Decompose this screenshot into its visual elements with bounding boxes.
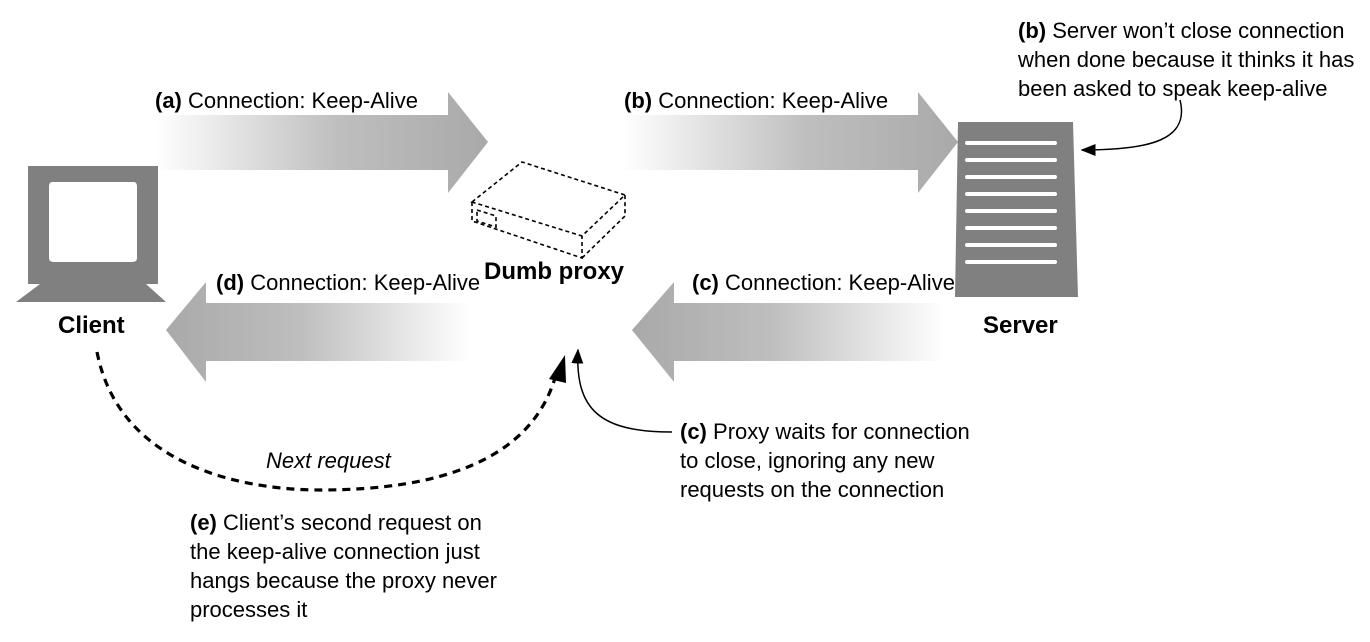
message-a-label: (a) Connection: Keep-Alive (155, 86, 418, 115)
client-label: Client (58, 312, 125, 339)
note-b-line-1: (b) Server won’t close connection (1018, 16, 1354, 45)
note-c-line-3: requests on the connection (680, 477, 945, 502)
note-c: (c) Proxy waits for connection to close,… (680, 417, 970, 504)
note-e-line-4: processes it (190, 597, 308, 622)
note-e-tag: (e) (190, 510, 217, 535)
note-b-line-3: been asked to speak keep-alive (1018, 76, 1328, 101)
next-request-arrowhead (549, 355, 566, 383)
message-a-text: Connection: Keep-Alive (188, 88, 418, 113)
arrow-b (622, 92, 958, 193)
message-c-label: (c) Connection: Keep-Alive (692, 268, 955, 297)
dumb-proxy-icon (470, 161, 627, 260)
server-label: Server (983, 312, 1058, 339)
note-e-line-3: hangs because the proxy never (190, 568, 497, 593)
message-d-label: (d) Connection: Keep-Alive (216, 268, 480, 297)
arrow-c (632, 282, 945, 382)
message-b-tag: (b) (624, 88, 653, 113)
note-c-line-2: to close, ignoring any new (680, 448, 935, 473)
arrow-d (166, 282, 470, 382)
message-d-tag: (d) (216, 270, 245, 295)
message-d-text: Connection: Keep-Alive (250, 270, 481, 295)
callout-line-b (1080, 99, 1183, 156)
message-b-label: (b) Connection: Keep-Alive (624, 86, 888, 115)
proxy-label: Dumb proxy (484, 258, 625, 285)
callout-line-c (571, 348, 673, 433)
note-e-line-1: (e) Client’s second request on (190, 508, 497, 537)
note-b-line-2: when done because it thinks it has (1018, 47, 1355, 72)
message-c-text: Connection: Keep-Alive (725, 270, 955, 295)
note-c-line-1: (c) Proxy waits for connection (680, 417, 970, 446)
note-e: (e) Client’s second request on the keep-… (190, 508, 497, 624)
note-e-line-1-text: Client’s second request on (223, 510, 482, 535)
message-c-tag: (c) (692, 270, 719, 295)
message-a-tag: (a) (155, 88, 182, 113)
next-request-label: Next request (266, 448, 391, 473)
note-b: (b) Server won’t close connection when d… (1018, 16, 1354, 103)
arrow-a (155, 92, 488, 193)
message-b-text: Connection: Keep-Alive (658, 88, 889, 113)
server-icon (955, 122, 1078, 297)
note-b-tag: (b) (1018, 18, 1047, 43)
note-b-line-1-text: Server won’t close connection (1052, 18, 1345, 43)
client-computer-icon (16, 166, 166, 302)
note-c-line-1-text: Proxy waits for connection (713, 419, 970, 444)
note-e-line-2: the keep-alive connection just (190, 539, 480, 564)
next-request-curve (95, 351, 557, 492)
note-c-tag: (c) (680, 419, 707, 444)
